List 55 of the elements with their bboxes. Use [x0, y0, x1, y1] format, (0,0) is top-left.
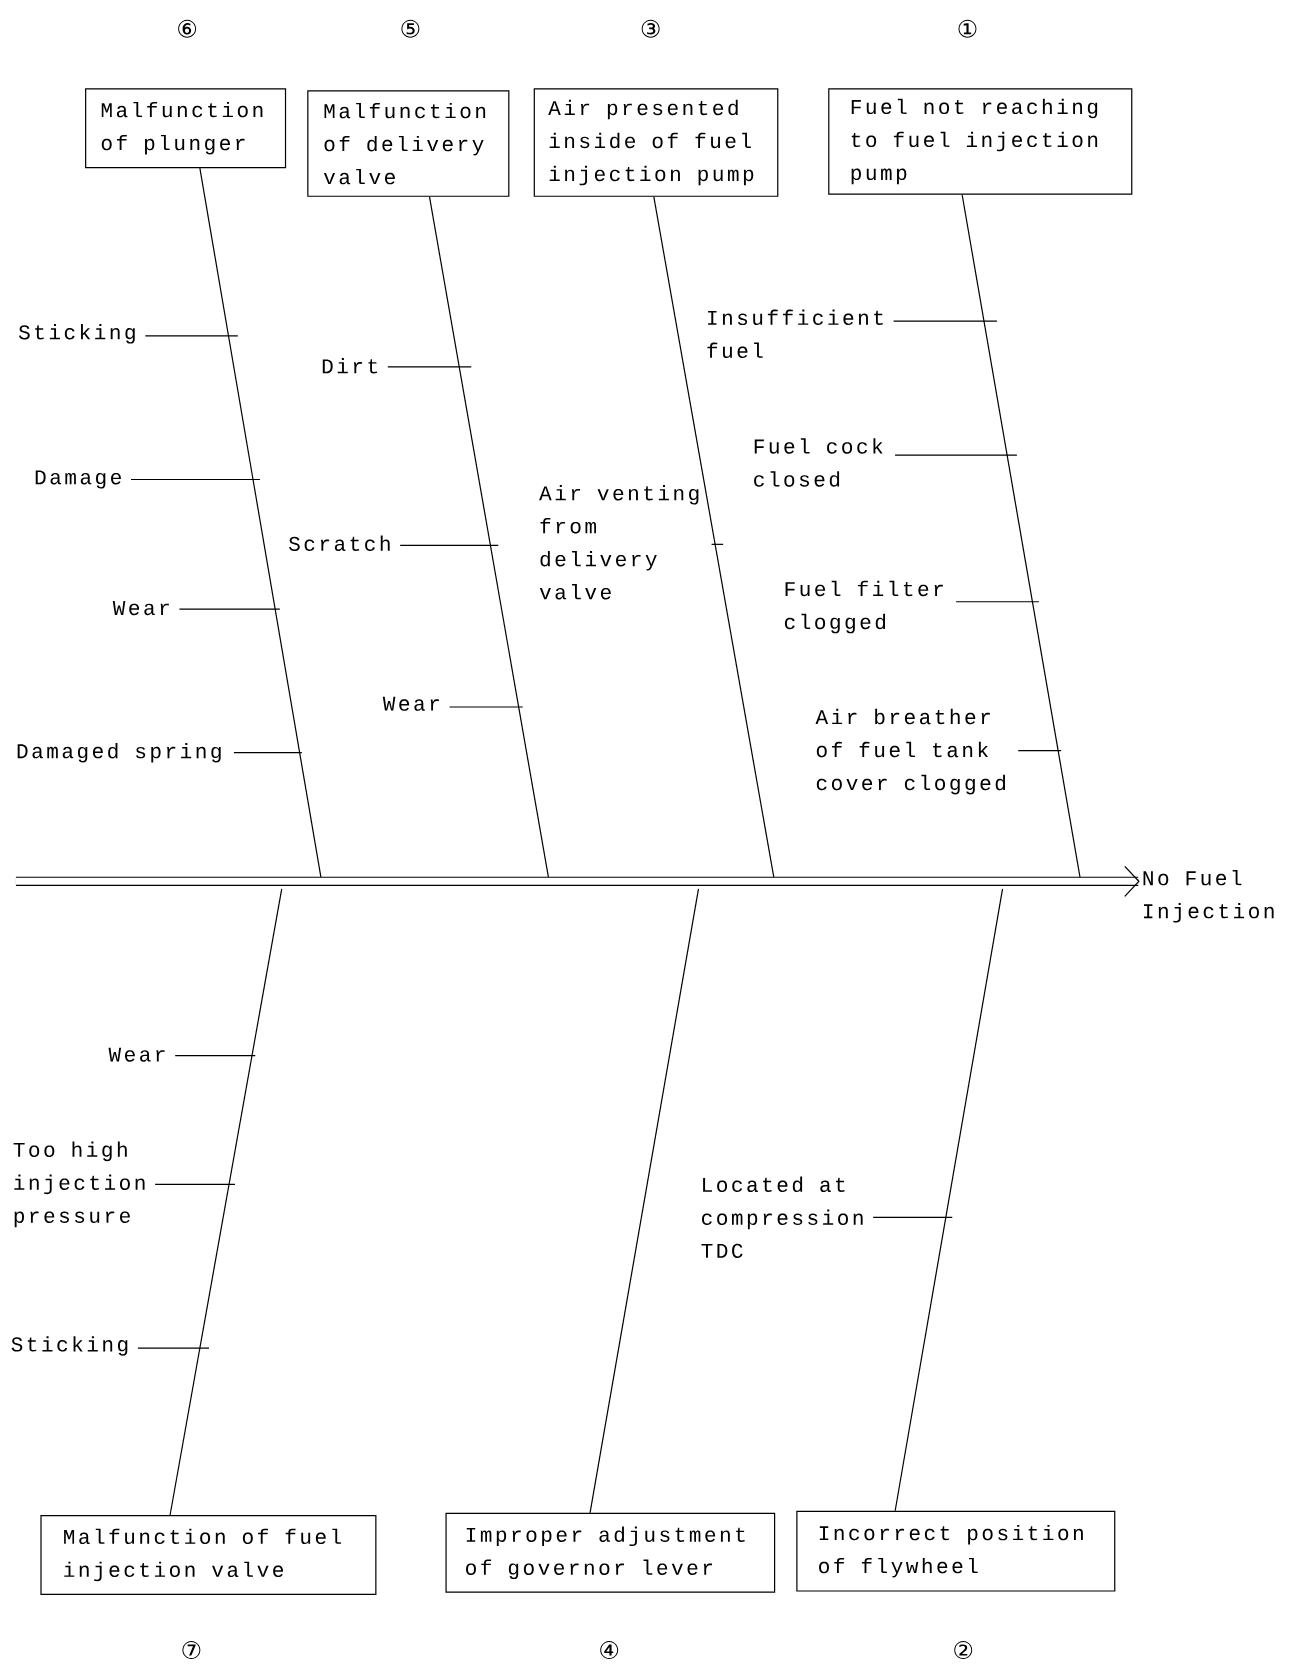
bone-line — [589, 888, 700, 1514]
cause-label: Sticking — [11, 1336, 128, 1356]
cause-label: Scratch — [289, 535, 390, 551]
callout-number: ④ — [600, 1641, 619, 1659]
callout-number: ③ — [641, 19, 660, 38]
category-box: Malfunction of fuel injection valve — [40, 1515, 377, 1595]
category-box: Air presented inside of fuel injection pump — [533, 88, 779, 197]
category-box: Fuel not reaching to fuel injection pump — [828, 88, 1133, 195]
leader-line — [893, 320, 998, 322]
category-box: Improper adjustment of governor lever — [445, 1512, 776, 1593]
leader-line — [894, 454, 1018, 456]
cause-label: Dirt — [322, 358, 378, 374]
bone-line — [199, 167, 322, 879]
cause-label: Wear — [382, 696, 439, 711]
callout-number: ② — [954, 1641, 973, 1659]
cause-label: Fuel cock closed — [754, 438, 883, 487]
cause-label: Too high injection pressure — [13, 1141, 145, 1228]
cause-label: Sticking — [19, 324, 135, 344]
spine-arrow — [16, 865, 1140, 897]
leader-line — [154, 1183, 236, 1185]
bone-line — [894, 888, 1004, 1512]
cause-label: Fuel filter clogged — [785, 580, 943, 634]
callout-number: ⑦ — [182, 1641, 201, 1659]
leader-line — [137, 1347, 210, 1349]
leader-line — [955, 601, 1040, 603]
cause-label: Damage — [35, 470, 121, 489]
category-box: Incorrect position of flywheel — [796, 1510, 1116, 1592]
cause-label: Insufficient fuel — [707, 309, 883, 359]
leader-line — [174, 1055, 256, 1057]
leader-line — [178, 608, 281, 610]
cause-label: Wear — [112, 601, 169, 616]
leader-line — [144, 335, 239, 337]
bone-line — [653, 196, 775, 879]
bone-line — [169, 888, 283, 1516]
leader-line — [711, 543, 724, 545]
bone-line — [961, 194, 1081, 879]
cause-label: Wear — [108, 1047, 165, 1062]
callout-number: ⑥ — [178, 19, 197, 38]
bone-line — [429, 196, 550, 879]
leader-line — [449, 706, 524, 708]
leader-line — [130, 478, 261, 481]
callout-number: ⑤ — [401, 19, 420, 38]
cause-label: Air breather of fuel tank cover clogged — [815, 708, 1006, 795]
leader-line — [399, 544, 499, 546]
cause-label: Air venting from delivery valve — [539, 485, 699, 600]
effect-label: No Fuel Injection — [1143, 869, 1274, 923]
leader-line — [872, 1216, 953, 1218]
cause-label: Located at compression TDC — [701, 1176, 863, 1258]
leader-line — [233, 752, 303, 754]
leader-line — [387, 366, 472, 368]
category-box: Malfunction of delivery valve — [307, 90, 510, 197]
cause-label: Damaged spring — [17, 742, 221, 763]
leader-line — [1017, 750, 1062, 752]
category-box: Malfunction of plunger — [85, 88, 287, 169]
callout-number: ① — [958, 19, 977, 38]
